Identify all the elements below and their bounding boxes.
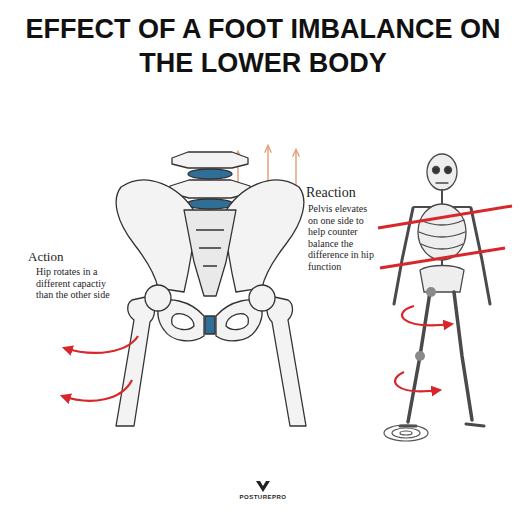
logo-mark: [256, 481, 270, 492]
ilium: [224, 180, 304, 292]
spinal-disc: [188, 169, 232, 179]
ground-ring: [400, 431, 412, 435]
pelvis-drawing: [116, 152, 306, 426]
tilt-line: [380, 248, 505, 268]
teeth: [436, 182, 448, 183]
callout-text: Pelvis elevates on one side to help coun…: [308, 203, 378, 272]
rotation-arrow: [64, 336, 138, 353]
arm: [471, 208, 490, 304]
ilium: [116, 180, 196, 292]
spinal-disc: [187, 199, 233, 209]
imbalance-marks: [378, 206, 512, 391]
callout-text: Hip rotates in a different capactiy than…: [36, 266, 116, 301]
up-arrow: [295, 150, 296, 186]
page-title: EFFECT OF A FOOT IMBALANCE ON THE LOWER …: [8, 12, 518, 80]
rotation-arrow: [62, 380, 132, 401]
brand-watermark: POSTUREPRO: [213, 494, 313, 500]
tilt-line: [378, 206, 512, 228]
ground-ring: [392, 428, 420, 438]
eye-socket: [445, 167, 452, 174]
callout-heading: Action: [28, 250, 108, 265]
vertebra: [170, 180, 250, 198]
rotation-arrow: [402, 306, 452, 325]
ribs: [419, 220, 465, 249]
callout-heading: Reaction: [306, 185, 386, 201]
femur-head: [249, 285, 275, 311]
skull: [427, 154, 457, 190]
sacrum: [184, 210, 236, 296]
rotation-arrow: [395, 372, 440, 391]
rotation-arrows: [62, 336, 138, 401]
femur: [267, 296, 306, 426]
ground-ring: [384, 425, 428, 441]
skeleton-pelvis: [420, 266, 464, 293]
leg: [408, 292, 430, 422]
pubic-symphysis: [205, 316, 215, 334]
joint-dot: [415, 351, 425, 361]
eye-socket: [433, 167, 440, 174]
leg: [454, 292, 472, 420]
vertebra: [172, 152, 248, 168]
sacrum-line: [196, 230, 224, 266]
foot-target: [384, 425, 428, 441]
rib-cage: [418, 204, 466, 260]
femur: [116, 296, 155, 426]
femur-head: [145, 285, 171, 311]
skeleton-drawing: [394, 154, 490, 426]
joint-dot: [426, 287, 436, 297]
